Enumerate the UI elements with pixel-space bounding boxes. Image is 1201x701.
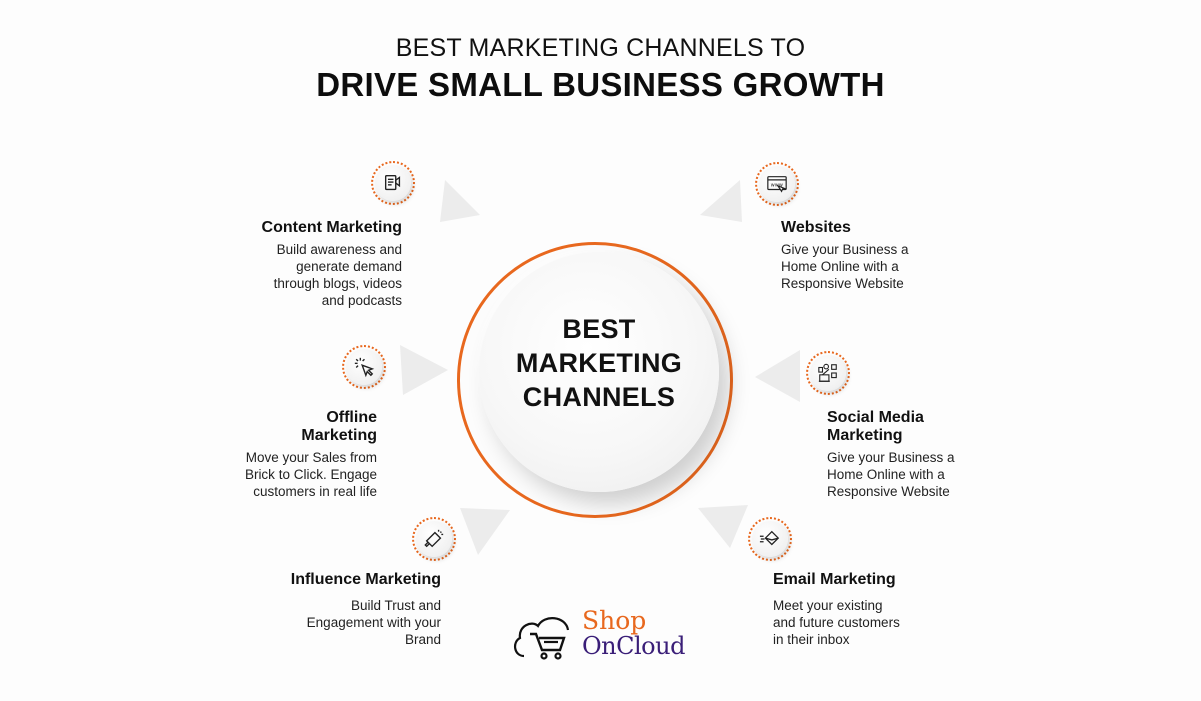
description-line: Build Trust and: [350, 598, 441, 613]
cursor-click-icon: [354, 357, 375, 378]
description-line: Brand: [404, 632, 441, 647]
social-media-icon: [818, 363, 837, 382]
arrow-offline: [400, 345, 448, 395]
description-line: Brick to Click. Engage: [244, 467, 377, 482]
title-line: Offline: [326, 409, 377, 426]
channel-websites: Websites Give your Business a Home Onlin…: [781, 219, 961, 292]
content-marketing-icon-badge: [371, 161, 415, 205]
channel-description: Move your Sales from Brick to Click. Eng…: [197, 449, 377, 500]
page-title-line2: DRIVE SMALL BUSINESS GROWTH: [316, 66, 885, 103]
arrow-influence: [460, 508, 510, 555]
megaphone-icon: [424, 529, 444, 548]
channel-title: Influence Marketing: [290, 571, 441, 588]
arrow-social: [755, 350, 800, 402]
channel-title: Social Media Marketing: [827, 409, 1007, 445]
description-line: Meet your existing: [773, 598, 883, 613]
channel-social-media-marketing: Social Media Marketing Give your Busines…: [827, 409, 1007, 500]
arrow-email: [698, 505, 748, 548]
document-megaphone-icon: [384, 174, 401, 191]
center-label: BEST MARKETING CHANNELS: [479, 312, 719, 414]
channel-title: Websites: [781, 219, 851, 236]
description-line: Home Online with a: [827, 467, 945, 482]
channel-description: Meet your existing and future customers …: [773, 597, 953, 648]
email-envelope-icon: [759, 530, 780, 546]
title-line: Marketing: [301, 427, 377, 444]
channel-content-marketing: Content Marketing Build awareness and ge…: [222, 219, 402, 309]
influence-marketing-icon-badge: [412, 517, 456, 561]
description-line: in their inbox: [773, 632, 850, 647]
logo-text-oncloud: OnCloud: [582, 632, 685, 660]
channel-title: Offline Marketing: [197, 409, 377, 445]
shoponcloud-logo: Shop OnCloud: [510, 606, 700, 665]
description-line: Responsive Website: [781, 276, 904, 291]
description-line: Move your Sales from: [245, 450, 377, 465]
center-label-line: MARKETING: [515, 348, 683, 378]
page-title-line1: BEST MARKETING CHANNELS TO: [395, 34, 806, 62]
offline-marketing-icon-badge: [342, 345, 386, 389]
channel-description: Build awareness and generate demand thro…: [222, 241, 402, 309]
title-line: Social Media: [827, 409, 924, 426]
channel-title: Email Marketing: [773, 571, 896, 588]
websites-icon-badge: www: [755, 162, 799, 206]
description-line: customers in real life: [253, 484, 377, 499]
browser-www-icon: www: [767, 176, 787, 193]
description-line: Home Online with a: [781, 259, 899, 274]
channel-description: Give your Business a Home Online with a …: [827, 449, 1007, 500]
description-line: through blogs, videos: [273, 276, 402, 291]
description-line: Engagement with your: [306, 615, 441, 630]
channel-title: Content Marketing: [261, 219, 402, 236]
description-line: Give your Business a: [781, 242, 909, 257]
description-line: Responsive Website: [827, 484, 950, 499]
social-media-marketing-icon-badge: [806, 351, 850, 395]
svg-text:www: www: [771, 182, 783, 188]
description-line: and future customers: [773, 615, 900, 630]
logo-text-shop: Shop: [582, 606, 647, 635]
description-line: Build awareness and: [276, 242, 402, 257]
channel-description: Build Trust and Engagement with your Bra…: [241, 597, 441, 648]
cloud-cart-icon: [514, 617, 570, 660]
description-line: and podcasts: [321, 293, 402, 308]
email-marketing-icon-badge: [748, 517, 792, 561]
channel-influence-marketing: Influence Marketing Build Trust and Enga…: [241, 571, 441, 648]
center-label-line: BEST: [562, 314, 636, 344]
arrow-content: [440, 180, 480, 222]
channel-email-marketing: Email Marketing Meet your existing and f…: [773, 571, 953, 648]
arrow-websites: [700, 180, 742, 222]
title-line: Marketing: [827, 427, 903, 444]
description-line: generate demand: [296, 259, 402, 274]
channel-description: Give your Business a Home Online with a …: [781, 241, 961, 292]
description-line: Give your Business a: [827, 450, 955, 465]
center-label-line: CHANNELS: [522, 382, 676, 412]
channel-offline-marketing: Offline Marketing Move your Sales from B…: [197, 409, 377, 500]
center-disc: [479, 252, 719, 492]
